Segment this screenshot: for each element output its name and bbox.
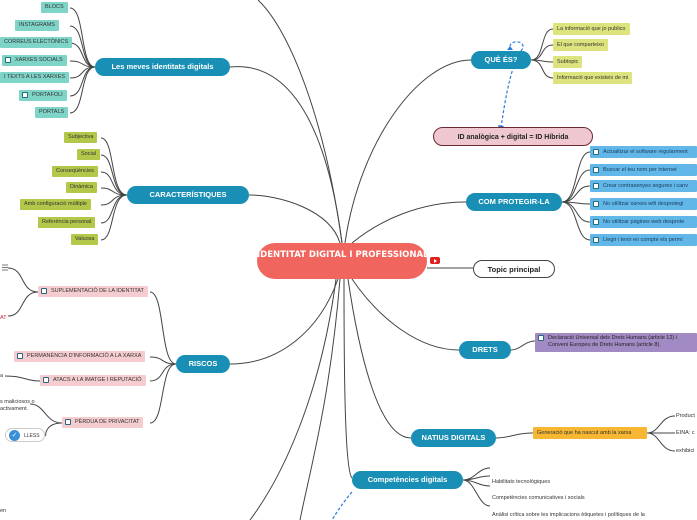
protegir-item-wifi[interactable]: No utilitzar xarxes wifi desprotegi: [590, 198, 697, 210]
branch-natius[interactable]: NATIUS DIGITALS: [411, 429, 496, 447]
caracteristica-valuosa[interactable]: Valuosa: [71, 234, 99, 245]
checkbox-icon[interactable]: [593, 149, 599, 155]
risc-privacitat-label: PÈRDUA DE PRIVACITAT: [75, 419, 140, 425]
youtube-icon[interactable]: [430, 257, 440, 264]
protegir-item-contrasenyes[interactable]: Crear contrasenyes segures i canv: [590, 180, 697, 192]
checkbox-icon[interactable]: [65, 419, 71, 425]
checkbox-icon[interactable]: [43, 377, 49, 383]
protegir-item-permisos-label: Llegir i tenir en compte els permí: [603, 237, 683, 243]
branch-riscos[interactable]: RISCOS: [176, 355, 230, 373]
identitats-item-instagrams[interactable]: INSTAGRAMS: [15, 20, 59, 31]
checkbox-icon[interactable]: [41, 288, 47, 294]
drets-item-declaracio[interactable]: Declaració Universal dels Drets Humans (…: [535, 333, 697, 352]
risc-suplementacio[interactable]: SUPLEMENTACIÓ DE LA IDENTITAT: [38, 286, 148, 297]
que-es-item-informacio[interactable]: Informació que existeix de mi: [553, 72, 633, 84]
check-badge-icon: ✓: [9, 430, 20, 441]
branch-competencies[interactable]: Competències digitals: [352, 471, 463, 489]
caracteristica-social[interactable]: Social: [77, 149, 100, 160]
risc-fragment-a: a: [0, 373, 4, 379]
que-es-item-subtopic[interactable]: Subtopic: [553, 56, 583, 68]
branch-caracteristiques[interactable]: CARACTERÍSTIQUES: [127, 186, 249, 204]
competencia-analisi[interactable]: Anàlisi crítica sobre les implicacions è…: [492, 512, 645, 518]
risc-permanencia-label: PERMANÈNCIA D'INFORMACIÓ A LA XARXA: [27, 353, 142, 359]
central-topic[interactable]: IDENTITAT DIGITAL I PROFESSIONAL: [257, 243, 427, 279]
checkbox-icon[interactable]: [593, 167, 599, 173]
identitats-item-portafoli[interactable]: PORTAFOLI: [19, 90, 67, 101]
checkbox-icon[interactable]: [593, 201, 599, 207]
drets-item-declaracio-label: Declaració Universal dels Drets Humans (…: [548, 335, 677, 348]
risc-suplementacio-label: SUPLEMENTACIÓ DE LA IDENTITAT: [51, 288, 144, 294]
competencia-comunicatives[interactable]: Competències comunicatives i socials: [492, 495, 585, 501]
branch-protegir[interactable]: COM PROTEGIR-LA: [466, 193, 562, 211]
natius-subitem-eina[interactable]: EINA: c: [676, 430, 695, 436]
protegir-item-contrasenyes-label: Crear contrasenyes segures i canv: [603, 183, 688, 189]
risc-fragment-activament: activament.: [0, 406, 29, 412]
risc-fragment-at: AT: [0, 315, 7, 321]
protegir-item-nom-label: Buscar el teu nom per internet: [603, 167, 677, 173]
checkbox-icon[interactable]: [17, 353, 23, 359]
caracteristica-dinamica[interactable]: Dinàmica: [66, 182, 97, 193]
identitats-item-texts[interactable]: I TEXTS A LES XARXES: [0, 72, 70, 83]
que-es-item-comparteixo[interactable]: El que comparteixo: [553, 39, 609, 51]
identitats-item-correus[interactable]: CORREUS ELECTÒNICS: [0, 37, 73, 48]
risc-atacs-label: ATACS A LA IMATGE I REPUTACIÓ: [53, 377, 142, 383]
caracteristica-configuracio[interactable]: Amb configuració múltiple: [20, 199, 91, 210]
protegir-item-wifi-label: No utilitzar xarxes wifi desprotegi: [603, 201, 684, 207]
lless-badge-label: LLESS: [24, 433, 40, 439]
natius-subitem-exhibici[interactable]: exhibici: [676, 448, 695, 454]
lless-badge[interactable]: ✓ LLESS: [5, 428, 45, 442]
protegir-item-permisos[interactable]: Llegir i tenir en compte els permí: [590, 234, 697, 246]
hybrid-id-node[interactable]: ID analògica + digital = ID Híbrida: [433, 127, 593, 146]
checkbox-icon[interactable]: [593, 237, 599, 243]
protegir-item-webs-label: No utilitzar pàgines web desprote: [603, 219, 685, 225]
identitats-item-xarxes-label: XARXES SOCIALS: [15, 57, 63, 63]
protegir-item-webs[interactable]: No utilitzar pàgines web desprote: [590, 216, 697, 228]
risc-privacitat[interactable]: PÈRDUA DE PRIVACITAT: [62, 417, 144, 428]
identitats-item-xarxes[interactable]: XARXES SOCIALS: [2, 55, 67, 66]
risc-fragment-maliciosos: s maliciosos o: [0, 399, 35, 405]
branch-identitats[interactable]: Les meves identitats digitals: [95, 58, 230, 76]
risc-atacs[interactable]: ATACS A LA IMATGE I REPUTACIÓ: [40, 375, 146, 386]
checkbox-icon[interactable]: [22, 92, 28, 98]
natius-item-generacio[interactable]: Generació que ha nascut amb la xarxa: [533, 427, 647, 439]
topic-principal-node[interactable]: Topic principal: [473, 260, 555, 278]
natius-subitem-product[interactable]: Product: [676, 413, 695, 419]
risc-permanencia[interactable]: PERMANÈNCIA D'INFORMACIÓ A LA XARXA: [14, 351, 146, 362]
caracteristica-consequencies[interactable]: Conseqüències: [52, 166, 98, 177]
checkbox-icon[interactable]: [593, 183, 599, 189]
protegir-item-software-label: Actualitzar el software regularment: [603, 149, 688, 155]
protegir-item-nom[interactable]: Buscar el teu nom per internet: [590, 164, 697, 176]
central-topic-label: IDENTITAT DIGITAL I PROFESSIONAL: [257, 250, 427, 260]
que-es-item-publico[interactable]: La informació que jo publico: [553, 23, 630, 35]
identitats-item-portafoli-label: PORTAFOLI: [32, 92, 63, 98]
identitats-item-blocs[interactable]: BLOCS: [41, 2, 68, 13]
caracteristica-referencia[interactable]: Referència personal: [38, 217, 96, 228]
protegir-item-software[interactable]: Actualitzar el software regularment: [590, 146, 697, 158]
caracteristica-subjectiva[interactable]: Subjectiva: [64, 132, 98, 143]
checkbox-icon[interactable]: [593, 219, 599, 225]
competencia-habilitats[interactable]: Habilitats tecnològiques: [492, 479, 551, 485]
identitats-item-portals[interactable]: PORTALS: [35, 107, 69, 118]
note-icon: [538, 335, 544, 341]
risc-fragment-en: en: [0, 508, 7, 514]
branch-que-es[interactable]: QUÈ ÉS?: [471, 51, 531, 69]
checkbox-icon[interactable]: [5, 57, 11, 63]
branch-drets[interactable]: DRETS: [459, 341, 511, 359]
